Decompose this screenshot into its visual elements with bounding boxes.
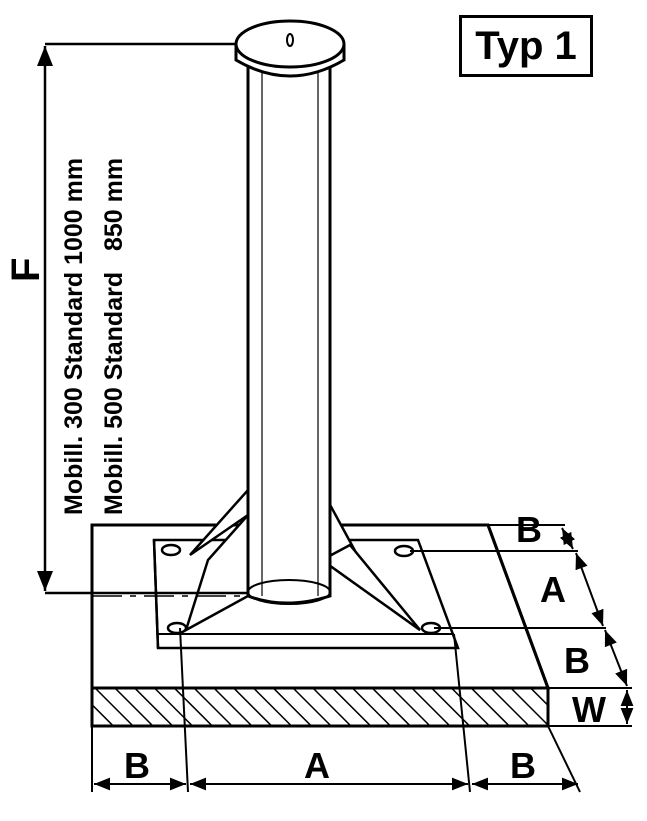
spacing-right-label: A <box>540 569 566 610</box>
bollard-post <box>246 58 332 605</box>
type-label-box: Typ 1 <box>459 15 593 77</box>
bottom-dimensions <box>91 627 581 793</box>
bolt-holes <box>160 543 442 635</box>
height-label: F <box>4 257 48 282</box>
side-dimensions <box>410 524 634 727</box>
edge-right-top-label: B <box>516 509 542 550</box>
bolt-hole <box>166 621 188 635</box>
edge-right-bottom-label: B <box>564 640 590 681</box>
height-note-300: Mobill. 300 Standard 1000 mm <box>60 157 88 515</box>
bollard-cap <box>234 19 346 78</box>
edge-bottom-left-label: B <box>124 745 150 786</box>
height-dimension <box>37 42 248 595</box>
thickness-label: W <box>572 689 606 730</box>
edge-bottom-right-label: B <box>510 745 536 786</box>
type-label: Typ 1 <box>475 23 577 68</box>
height-note-500: Mobill. 500 Standard 850 mm <box>100 157 128 515</box>
bolt-hole <box>160 543 182 557</box>
spacing-bottom-label: A <box>304 745 330 786</box>
